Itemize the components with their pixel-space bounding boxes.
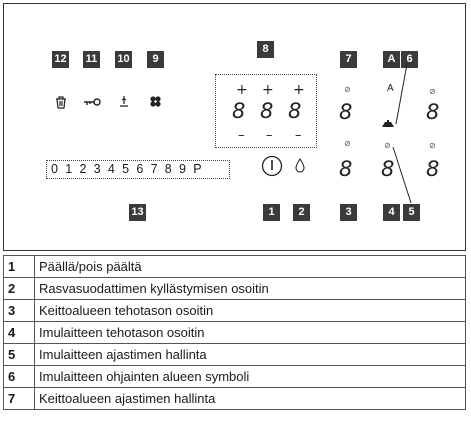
legend-number: 2 [3, 277, 35, 300]
plus-button-1[interactable]: + [236, 82, 248, 98]
hood-icon [381, 120, 395, 127]
digit-display-3: 8 [288, 99, 302, 123]
legend-text: Rasvasuodattimen kyllästymisen osoitin [34, 277, 466, 300]
legend-text: Keittoalueen tehotason osoitin [34, 299, 466, 322]
legend-text: Imulaitteen ohjainten alueen symboli [34, 365, 466, 388]
minus-button-2[interactable]: – [266, 128, 273, 143]
timer-icon-5[interactable]: ⊘ [429, 141, 436, 150]
plus-button-3[interactable]: + [293, 82, 305, 98]
badge-4: 4 [383, 204, 400, 221]
warm-icon [117, 94, 131, 108]
hood-leader-line [395, 64, 408, 125]
hood-auto-label[interactable]: A [387, 83, 394, 94]
digit-display-2: 8 [260, 99, 274, 123]
power-zone-box [215, 74, 317, 148]
badge-1: 1 [263, 204, 280, 221]
key-icon [83, 97, 101, 107]
timer-icon-4[interactable]: ⊘ [384, 141, 391, 150]
hood-digit-4: 8 [381, 157, 395, 181]
legend-number: 4 [3, 321, 35, 344]
legend-number: 1 [3, 255, 35, 278]
badge-8: 8 [257, 41, 274, 58]
droplet-icon [294, 158, 306, 173]
bin-icon [54, 95, 68, 109]
legend-text: Imulaitteen tehotason osoitin [34, 321, 466, 344]
legend-text: Keittoalueen ajastimen hallinta [34, 387, 466, 410]
badge-5: 5 [403, 204, 420, 221]
badge-9: 9 [147, 51, 164, 68]
legend-text: Imulaitteen ajastimen hallinta [34, 343, 466, 366]
badge-12: 12 [52, 51, 69, 68]
legend-number: 3 [3, 299, 35, 322]
plus-button-2[interactable]: + [262, 82, 274, 98]
badge-7: 7 [340, 51, 357, 68]
zone-digit-3: 8 [339, 157, 353, 181]
legend-number: 7 [3, 387, 35, 410]
minus-button-1[interactable]: – [238, 128, 245, 143]
flower-icon [149, 95, 162, 108]
digit-display-1: 8 [232, 99, 246, 123]
control-panel-diagram: 12 11 10 9 8 + + + 8 8 8 – – – 7 A 6 ⊘ A… [3, 3, 466, 251]
badge-3: 3 [340, 204, 357, 221]
badge-A: A [383, 51, 400, 68]
minus-button-3[interactable]: – [295, 128, 302, 143]
zone-digit-right-top: 8 [426, 100, 440, 124]
badge-13: 13 [129, 204, 146, 221]
zone-digit-7: 8 [339, 100, 353, 124]
timer-icon-1[interactable]: ⊘ [344, 85, 351, 94]
badge-6: 6 [401, 51, 418, 68]
hood-timer-leader-line [392, 146, 412, 204]
legend-number: 5 [3, 343, 35, 366]
timer-icon-2[interactable]: ⊘ [429, 87, 436, 96]
legend-text: Päällä/pois päältä [34, 255, 466, 278]
legend-number: 6 [3, 365, 35, 388]
timer-icon-3[interactable]: ⊘ [344, 139, 351, 148]
badge-11: 11 [83, 51, 100, 68]
badge-2: 2 [293, 204, 310, 221]
zone-digit-right-bottom: 8 [426, 157, 440, 181]
badge-10: 10 [115, 51, 132, 68]
power-icon[interactable] [261, 155, 283, 177]
power-slider[interactable]: 0 1 2 3 4 5 6 7 8 9 P [46, 160, 230, 179]
